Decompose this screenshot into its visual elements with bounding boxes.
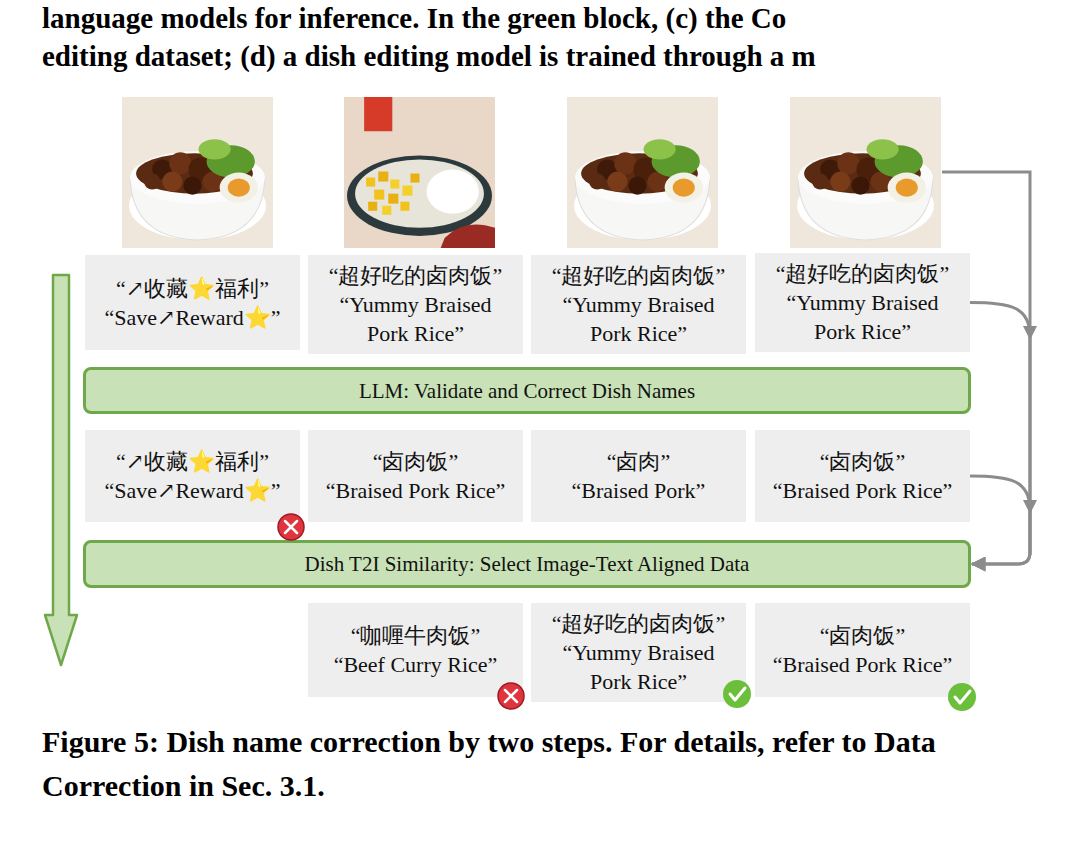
- process-band: LLM: Validate and Correct Dish Names: [83, 367, 971, 414]
- dish-name-box: “超好吃的卤肉饭”“Yummy Braised Pork Rice”: [755, 253, 970, 352]
- dish-name-box: “↗收藏⭐福利”“Save↗Reward⭐”: [85, 255, 300, 350]
- reject-mark: [278, 514, 304, 540]
- dish-name-en: “Yummy Braised Pork Rice”: [539, 638, 738, 696]
- dish-name-box: “卤肉饭”“Braised Pork Rice”: [308, 430, 523, 522]
- dish-name-en: “Beef Curry Rice”: [334, 650, 498, 679]
- dish-photo: [344, 97, 495, 248]
- dish-name-en: “Braised Pork Rice”: [773, 476, 953, 505]
- dish-name-en: “Yummy Braised Pork Rice”: [316, 290, 515, 348]
- dish-name-en: “Save↗Reward⭐”: [104, 476, 280, 505]
- dish-name-zh: “超好吃的卤肉饭”: [329, 261, 503, 290]
- dish-name-en: “Yummy Braised Pork Rice”: [763, 288, 962, 346]
- dish-name-zh: “卤肉饭”: [820, 621, 906, 650]
- step-label: LLM: Validate and Correct Dish Names: [359, 378, 695, 404]
- dish-photo: [567, 97, 718, 248]
- dish-name-en: “Braised Pork Rice”: [326, 476, 506, 505]
- dish-name-box: “超好吃的卤肉饭”“Yummy Braised Pork Rice”: [531, 603, 746, 702]
- dish-name-box: “↗收藏⭐福利”“Save↗Reward⭐”: [85, 430, 300, 522]
- dish-name-box: “超好吃的卤肉饭”“Yummy Braised Pork Rice”: [531, 255, 746, 354]
- figure-caption: Figure 5: Dish name correction by two st…: [42, 720, 1052, 808]
- dish-name-en: “Braised Pork”: [572, 476, 706, 505]
- dish-name-zh: “超好吃的卤肉饭”: [552, 609, 726, 638]
- dish-name-box: “卤肉饭”“Braised Pork Rice”: [755, 603, 970, 697]
- accept-mark: [723, 680, 751, 708]
- step-label: Dish T2I Similarity: Select Image-Text A…: [305, 551, 750, 577]
- dish-name-zh: “超好吃的卤肉饭”: [776, 259, 950, 288]
- reject-mark: [498, 683, 524, 709]
- process-band: Dish T2I Similarity: Select Image-Text A…: [83, 540, 971, 588]
- dish-name-zh: “卤肉饭”: [820, 447, 906, 476]
- dish-name-en: “Save↗Reward⭐”: [104, 303, 280, 332]
- dish-name-en: “Yummy Braised Pork Rice”: [539, 290, 738, 348]
- dish-photo: [790, 97, 941, 248]
- dish-name-box: “卤肉饭”“Braised Pork Rice”: [755, 430, 970, 522]
- dish-name-en: “Braised Pork Rice”: [773, 650, 953, 679]
- flow-connector: [970, 303, 1030, 565]
- dish-photo: [122, 97, 273, 248]
- dish-name-box: “卤肉”“Braised Pork”: [531, 430, 746, 522]
- running-text: editing dataset; (d) a dish editing mode…: [42, 38, 816, 74]
- dish-name-zh: “卤肉”: [607, 447, 671, 476]
- running-text: language models for inference. In the gr…: [42, 0, 786, 36]
- dish-name-box: “咖喱牛肉饭”“Beef Curry Rice”: [308, 603, 523, 697]
- dish-name-box: “超好吃的卤肉饭”“Yummy Braised Pork Rice”: [308, 255, 523, 354]
- dish-name-zh: “↗收藏⭐福利”: [116, 447, 269, 476]
- accept-mark: [948, 683, 976, 711]
- dish-name-zh: “咖喱牛肉饭”: [351, 621, 481, 650]
- dish-name-zh: “卤肉饭”: [373, 447, 459, 476]
- dish-name-zh: “超好吃的卤肉饭”: [552, 261, 726, 290]
- flow-connector: [970, 476, 1030, 564]
- dish-name-zh: “↗收藏⭐福利”: [116, 274, 269, 303]
- flow-arrow: [45, 275, 77, 665]
